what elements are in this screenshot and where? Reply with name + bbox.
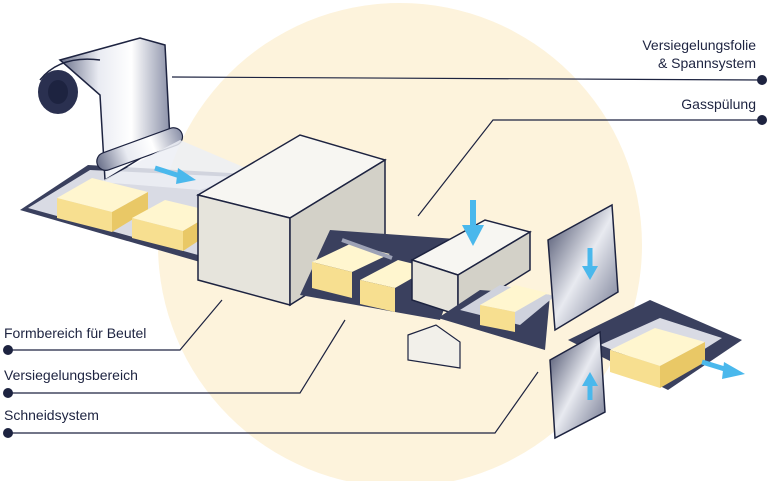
gas-unit: [410, 219, 532, 317]
label-film-line1: Versiegelungsfolie: [642, 37, 756, 53]
tray-cap: [407, 324, 461, 369]
product-block: [57, 178, 148, 232]
dot-cutting: [3, 428, 13, 438]
film-sheet: [100, 140, 255, 190]
leader-dots: [3, 75, 767, 438]
label-forming: Formbereich für Beutel: [4, 325, 147, 341]
cutting-blade-bottom: [549, 330, 606, 440]
leader-forming: [8, 299, 223, 351]
leader-gas: [417, 119, 762, 217]
dot-film: [757, 75, 767, 85]
label-film: Versiegelungsfolie & Spannsystem: [642, 36, 756, 72]
gas-arrow-icon: [462, 200, 484, 246]
film-roll: [38, 37, 184, 182]
tray-package: [438, 285, 555, 350]
dot-gas: [757, 115, 767, 125]
cutting-blade-top: [547, 203, 619, 332]
flow-arrow-icon: [154, 165, 196, 184]
dot-forming: [3, 345, 13, 355]
label-gas: Gasspülung: [681, 96, 756, 112]
leader-lines: [8, 76, 763, 434]
label-cutting: Schneidsystem: [4, 407, 99, 423]
leader-film: [171, 76, 763, 81]
final-package: [568, 300, 742, 390]
sealing-rod: [341, 238, 393, 260]
label-sealing: Versiegelungsbereich: [4, 367, 138, 383]
leader-cutting: [8, 371, 539, 434]
leader-sealing: [8, 319, 346, 394]
dot-sealing: [3, 388, 13, 398]
label-film-line2: & Spannsystem: [657, 55, 756, 71]
exit-arrow-icon: [701, 359, 745, 379]
